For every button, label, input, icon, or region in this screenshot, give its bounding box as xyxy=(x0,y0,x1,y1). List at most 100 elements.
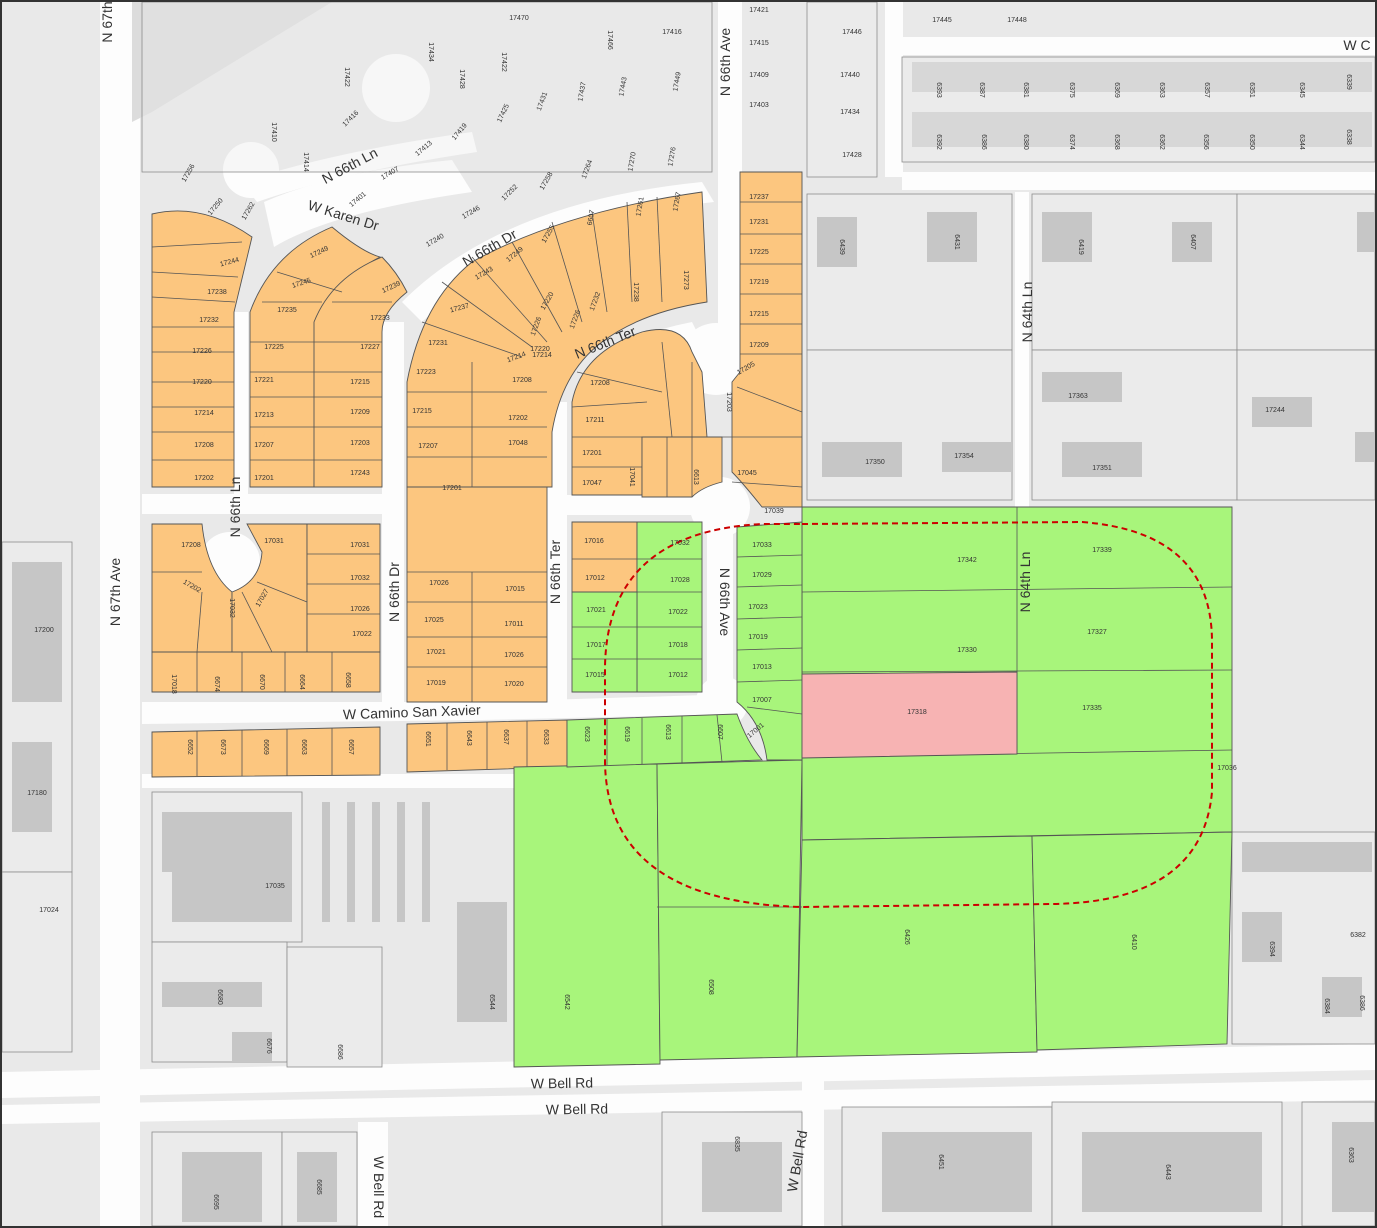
parcel-label-orange: 17261 xyxy=(635,196,645,216)
parcel-label-gray: 17363 xyxy=(1068,393,1088,400)
parcel-label-gray: 17437 xyxy=(577,81,587,101)
parcel-label-gray: 17470 xyxy=(509,15,529,22)
parcel-label-gray: 17350 xyxy=(865,459,885,466)
parcel-label-orange: 17048 xyxy=(508,440,528,447)
parcel-label-orange: 17202 xyxy=(194,475,214,482)
parcel-label-gray: 6384 xyxy=(1323,998,1330,1014)
parcel-label-gray: 6387 xyxy=(978,82,985,98)
parcel-label-gray: 17422 xyxy=(343,67,350,87)
parcel-label-orange: 17047 xyxy=(582,480,602,487)
parcel-label-orange: 17202 xyxy=(508,415,528,422)
parcel-label-subject: 17318 xyxy=(907,709,927,716)
parcel-label-gray: 17035 xyxy=(265,883,285,890)
parcel-label-orange: 17032 xyxy=(350,575,370,582)
parcel-label-orange: 17213 xyxy=(254,412,274,419)
parcel-label-orange: 17201 xyxy=(582,450,602,457)
street-label-n-66th-ter-lower: N 66th Ter xyxy=(547,540,563,605)
parcel-label-gray: 6368 xyxy=(1113,134,1120,150)
parcel-label-orange: 17214 xyxy=(194,410,214,417)
parcel-label-gray: 17250 xyxy=(207,197,225,216)
parcel-label-orange: 6652 xyxy=(186,739,193,755)
parcel-label-gray: 17443 xyxy=(618,76,628,96)
street-label-n-67th-top: N 67th xyxy=(99,2,115,43)
parcel-label-gray: 17403 xyxy=(749,102,769,109)
parcel-label-orange: 17209 xyxy=(350,409,370,416)
parcel-label-orange: 17215 xyxy=(749,311,769,318)
parcel-label-orange: 17273 xyxy=(682,270,689,290)
street-label-w-bell-rd-1: W Bell Rd xyxy=(531,1074,594,1091)
subject-parcel[interactable] xyxy=(801,671,1018,759)
parcel-label-orange: 17220 xyxy=(192,379,212,386)
parcel-label-gray: 6369 xyxy=(1113,82,1120,98)
parcel-label-green: 17342 xyxy=(957,557,977,564)
parcel-label-green: 17330 xyxy=(957,647,977,654)
parcel-label-gray: 6443 xyxy=(1164,1164,1171,1180)
street-label-n-66th-ln-lower: N 66th Ln xyxy=(227,477,243,538)
parcel-label-green: 17019 xyxy=(748,634,768,641)
parcel-label-orange: 17012 xyxy=(585,575,605,582)
parcel-label-orange: 17207 xyxy=(418,443,438,450)
parcel-label-gray: 6363 xyxy=(1347,1147,1354,1163)
parcel-label-gray: 6451 xyxy=(937,1154,944,1170)
street-label-n-67th-ave-main: N 67th Ave xyxy=(107,558,123,626)
parcel-label-orange: 6607 xyxy=(587,209,597,226)
parcel-label-gray: 17428 xyxy=(842,152,862,159)
parcel-label-gray: 6362 xyxy=(1158,134,1165,150)
parcel-label-green: 17033 xyxy=(752,542,772,549)
parcel-label-orange: 17215 xyxy=(412,408,432,415)
parcel-label-green: 6508 xyxy=(707,979,714,995)
parcel-label-gray: 17421 xyxy=(749,7,769,14)
parcel-label-gray: 17024 xyxy=(39,907,59,914)
parcel-label-orange: 17220 xyxy=(530,346,550,353)
parcel-label-orange: 17214 xyxy=(532,352,552,359)
parcel-label-orange: 17021 xyxy=(426,649,446,656)
parcel-label-green: 6623 xyxy=(583,726,590,742)
parcel-label-orange: 17209 xyxy=(749,342,769,349)
parcel-label-orange: 17267 xyxy=(672,191,682,211)
parcel-label-orange: 17207 xyxy=(254,442,274,449)
street-label-n-66th-ave-lower: N 66th Ave xyxy=(717,568,733,636)
parcel-label-orange: 6664 xyxy=(298,674,305,690)
parcel-label-orange: 17032 xyxy=(228,598,235,618)
parcel-label-orange: 17225 xyxy=(264,344,284,351)
parcel-label-orange: 17235 xyxy=(277,307,297,314)
parcel-label-orange: 17020 xyxy=(504,681,524,688)
parcel-label-orange: 6670 xyxy=(258,674,265,690)
parcel-label-orange: 17015 xyxy=(505,586,525,593)
parcel-label-gray: 6686 xyxy=(336,1044,343,1060)
parcel-label-green: 6607 xyxy=(716,724,723,740)
parcel-label-green: 17012 xyxy=(668,672,688,679)
parcel-label-orange: 17011 xyxy=(505,621,524,628)
parcel-label-gray: 6357 xyxy=(1203,82,1210,98)
orange-parcels xyxy=(151,171,803,778)
parcel-label-orange: 6657 xyxy=(347,739,354,755)
parcel-label-orange: 17225 xyxy=(749,249,769,256)
parcel-label-green: 6542 xyxy=(563,994,570,1010)
street-label-n-64th-ln-top: N 64th Ln xyxy=(1019,282,1035,343)
parcel-label-green: 6619 xyxy=(623,726,630,742)
parcel-label-orange: 6633 xyxy=(542,729,549,745)
parcel-label-gray: 6393 xyxy=(935,82,942,98)
parcel-label-gray: 6407 xyxy=(1189,234,1196,250)
parcel-label-orange: 17223 xyxy=(416,369,436,376)
parcel-label-orange: 17238 xyxy=(207,289,227,296)
parcel-label-orange: 17041 xyxy=(628,467,635,487)
parcel-label-gray: 17270 xyxy=(627,151,637,171)
parcel-label-gray: 17180 xyxy=(27,790,47,797)
parcel-label-green: 6544 xyxy=(488,994,495,1010)
street-label-w-camino-san-xavier: W Camino San Xavier xyxy=(343,702,482,723)
street-label-n-66th-ave: N 66th Ave xyxy=(717,28,733,96)
parcel-label-gray: 6380 xyxy=(1022,134,1029,150)
parcel-label-orange: 17221 xyxy=(254,377,274,384)
parcel-label-orange: 6658 xyxy=(344,672,351,688)
parcel-label-orange: 17208 xyxy=(181,542,201,549)
parcel-label-gray: 17422 xyxy=(500,52,507,72)
parcel-label-green: 6426 xyxy=(903,929,910,945)
parcel-label-orange: 6643 xyxy=(465,730,472,746)
parcel-label-gray: 17416 xyxy=(662,29,682,36)
parcel-label-gray: 17240 xyxy=(425,233,445,249)
parcel-label-gray: 6386 xyxy=(980,134,987,150)
